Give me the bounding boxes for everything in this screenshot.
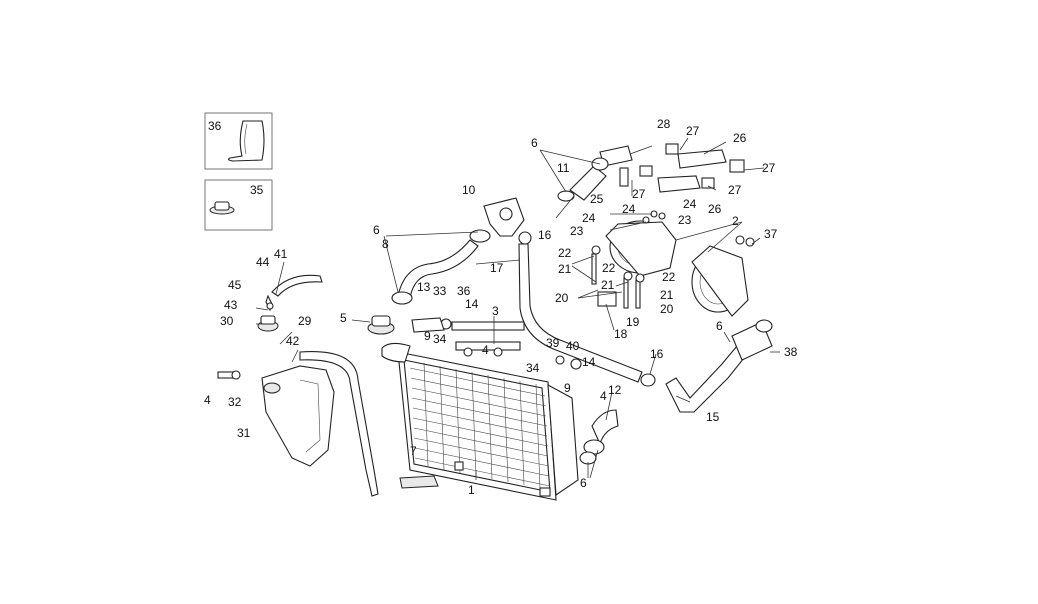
long-coolant-pipe	[518, 243, 643, 383]
callout-20: 20	[660, 302, 674, 316]
callout-10: 10	[462, 183, 476, 197]
callout-41: 41	[274, 247, 288, 261]
callout-33: 33	[433, 284, 447, 298]
expansion-tank	[261, 365, 335, 467]
callout-11: 11	[557, 161, 570, 175]
callout-16: 16	[538, 228, 552, 242]
callout-8: 8	[382, 237, 389, 251]
callout-6: 6	[580, 476, 587, 490]
callout-27: 27	[762, 161, 776, 175]
callout-40: 40	[566, 339, 580, 353]
hose-11	[569, 165, 607, 201]
callout-22: 22	[558, 246, 572, 260]
callout-34: 34	[433, 332, 447, 346]
callout-22: 22	[602, 261, 616, 275]
callout-labels: 1 2 3 4 4 4 5 6 6 6 6 7 8 9 9 10 11 12 1…	[204, 117, 798, 497]
hose-12	[583, 409, 619, 455]
callout-17: 17	[490, 261, 504, 275]
radiator	[381, 342, 579, 501]
callout-4: 4	[600, 389, 607, 403]
callout-43: 43	[224, 298, 238, 312]
breather-hose	[271, 274, 323, 297]
callout-15: 15	[706, 410, 720, 424]
callout-9: 9	[424, 329, 431, 343]
callout-24: 24	[582, 211, 596, 225]
leader-lines	[255, 137, 780, 480]
callout-14: 14	[465, 297, 479, 311]
callout-36: 36	[208, 119, 222, 133]
callout-21: 21	[660, 288, 674, 302]
callout-7: 7	[410, 444, 417, 458]
callout-35: 35	[250, 183, 264, 197]
overflow-pipe	[299, 351, 379, 497]
callout-39: 39	[546, 336, 560, 350]
foam-strip	[399, 475, 439, 489]
callout-28: 28	[657, 117, 671, 131]
callout-25: 25	[590, 192, 604, 206]
callout-6: 6	[716, 319, 723, 333]
callout-38: 38	[784, 345, 798, 359]
callout-26: 26	[733, 131, 747, 145]
callout-6: 6	[373, 223, 380, 237]
callout-20: 20	[555, 291, 569, 305]
thermostat-housing	[483, 197, 525, 237]
upper-hose	[397, 239, 479, 299]
callout-29: 29	[298, 314, 312, 328]
callout-26: 26	[708, 202, 722, 216]
callout-6: 6	[531, 136, 538, 150]
callout-27: 27	[632, 187, 646, 201]
callout-4: 4	[204, 393, 211, 407]
callout-30: 30	[220, 314, 234, 328]
callout-22: 22	[662, 270, 676, 284]
callout-21: 21	[558, 262, 572, 276]
callout-4: 4	[482, 343, 489, 357]
callout-44: 44	[256, 255, 270, 269]
callout-24: 24	[683, 197, 697, 211]
callout-5: 5	[340, 311, 347, 325]
hose-clamps	[217, 143, 773, 465]
callout-3: 3	[492, 304, 499, 318]
callout-34: 34	[526, 361, 540, 375]
callout-32: 32	[228, 395, 242, 409]
inset-box-35	[204, 179, 273, 231]
callout-24: 24	[622, 202, 636, 216]
callout-12: 12	[608, 383, 622, 397]
callout-1: 1	[468, 483, 475, 497]
callout-45: 45	[228, 278, 242, 292]
callout-31: 31	[237, 426, 251, 440]
callout-37: 37	[764, 227, 778, 241]
callout-27: 27	[728, 183, 742, 197]
callout-42: 42	[286, 334, 300, 348]
callout-9: 9	[564, 381, 571, 395]
callout-36: 36	[457, 284, 471, 298]
callout-13: 13	[417, 280, 431, 294]
callout-21: 21	[601, 278, 615, 292]
callout-2: 2	[732, 214, 739, 228]
callout-18: 18	[614, 327, 628, 341]
callout-23: 23	[678, 213, 692, 227]
callout-23: 23	[570, 224, 584, 238]
callout-16: 16	[650, 347, 664, 361]
callout-27: 27	[686, 124, 700, 138]
callout-19: 19	[626, 315, 640, 329]
radiator-cap	[367, 315, 395, 335]
inset-box-36	[204, 112, 273, 170]
expansion-tank-cap	[257, 315, 279, 332]
bypass-hoses	[599, 145, 727, 193]
callout-14: 14	[582, 355, 596, 369]
